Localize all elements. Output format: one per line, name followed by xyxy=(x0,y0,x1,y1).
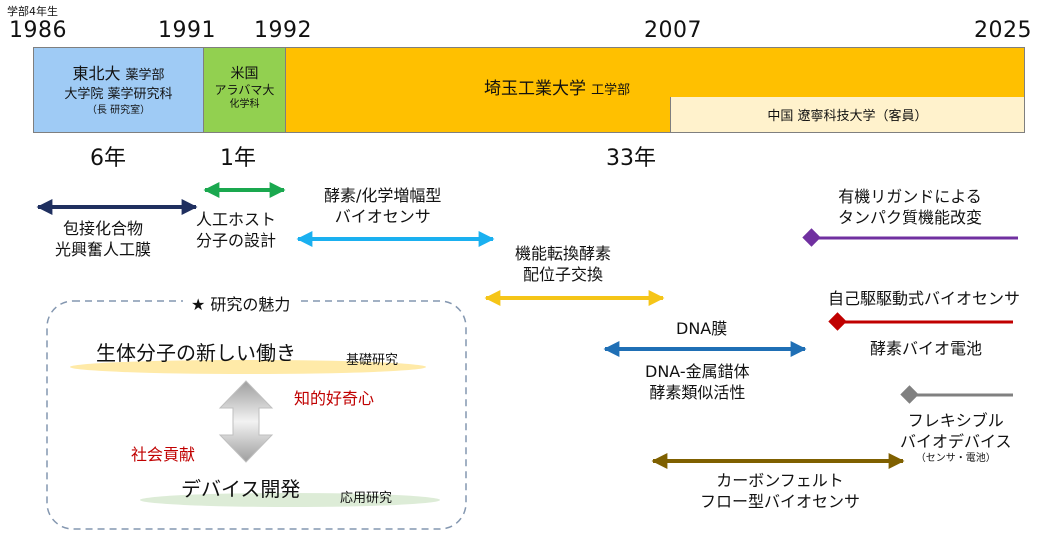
label-enzyme-sensor: 酵素/化学増幅型 バイオセンサ xyxy=(324,185,441,227)
saitama-name: 埼玉工業大学 xyxy=(484,79,586,99)
duration-saitama: 33年 xyxy=(606,146,656,171)
label-flexible-line1: フレキシブル xyxy=(907,411,1004,430)
appeal-contribution: 社会貢献 xyxy=(131,445,196,464)
label-enzyme-sensor-line2: バイオセンサ xyxy=(334,207,431,226)
label-ligand-line2: タンパク質機能改変 xyxy=(838,208,983,227)
tohoku-graduate: 大学院 薬学研究科 xyxy=(64,87,173,102)
diamond-flexible xyxy=(900,385,919,404)
label-self-driven: 自己駆駆動式バイオセンサ xyxy=(828,289,1021,308)
label-flexible-line2: バイオデバイス xyxy=(900,432,1012,451)
appeal-bottom-main: デバイス開発 xyxy=(181,477,301,501)
appeal-top-glow xyxy=(70,360,426,374)
appeal-top-sub: 基礎研究 xyxy=(346,353,399,368)
label-ligand: 有機リガンドによる タンパク質機能改変 xyxy=(838,186,982,228)
year-1992: 1992 xyxy=(254,18,312,43)
label-host-line2: 分子の設計 xyxy=(196,231,277,250)
label-exchange-line1: 機能転換酵素 xyxy=(515,244,612,263)
year-2025: 2025 xyxy=(974,18,1032,43)
label-carbon-line1: カーボンフェルト xyxy=(716,471,844,490)
label-exchange-line2: 配位子交換 xyxy=(523,265,604,284)
tohoku-lab: （長 研究室） xyxy=(86,105,151,116)
segment-tohoku: 東北大 薬学部 大学院 薬学研究科 （長 研究室） xyxy=(33,47,204,133)
label-host-line1: 人工ホスト xyxy=(196,210,277,229)
appeal-bottom-sub: 応用研究 xyxy=(340,491,393,506)
label-carbon: カーボンフェルト フロー型バイオセンサ xyxy=(700,470,860,512)
label-flexible-line3: （センサ・電池） xyxy=(915,453,996,464)
label-ligand-line1: 有機リガンドによる xyxy=(838,187,982,206)
saitama-faculty: 工学部 xyxy=(591,83,631,98)
label-exchange: 機能転換酵素 配位子交換 xyxy=(515,243,611,285)
segment-china: 中国 遼寧科技大学（客員） xyxy=(670,97,1025,133)
appeal-bottom-glow xyxy=(140,493,440,507)
label-enzyme-sensor-line1: 酵素/化学増幅型 xyxy=(324,186,442,205)
usa-department: 化学科 xyxy=(229,99,260,110)
appeal-title: ★ 研究の魅力 xyxy=(183,291,299,315)
tohoku-name: 東北大 xyxy=(72,64,121,83)
china-label: 中国 遼寧科技大学（客員） xyxy=(767,109,928,124)
year-2007: 2007 xyxy=(644,18,702,43)
appeal-curiosity: 知的好奇心 xyxy=(294,389,375,408)
label-host: 人工ホスト 分子の設計 xyxy=(196,209,276,251)
label-carbon-line2: フロー型バイオセンサ xyxy=(700,492,861,511)
label-dna-film: DNA膜 xyxy=(676,319,728,338)
label-biofuel: 酵素バイオ電池 xyxy=(870,339,983,358)
appeal-double-arrow xyxy=(218,380,274,463)
undergrad-note: 学部4年生 xyxy=(7,5,58,18)
usa-university: アラバマ大 xyxy=(214,83,275,97)
saitama-label: 埼玉工業大学 工学部 xyxy=(484,74,630,99)
label-dna-metal-line1: DNA-金属錯体 xyxy=(645,362,750,381)
duration-tohoku: 6年 xyxy=(90,146,126,171)
segment-usa: 米国 アラバマ大 化学科 xyxy=(203,47,286,133)
label-dna-metal: DNA-金属錯体 酵素類似活性 xyxy=(645,361,750,403)
label-inclusion-line2: 光興奮人工膜 xyxy=(55,240,152,259)
label-flexible: フレキシブル バイオデバイス （センサ・電池） xyxy=(900,410,1012,465)
appeal-top-main: 生体分子の新しい働き xyxy=(96,341,296,365)
usa-country: 米国 xyxy=(230,66,259,82)
diamond-self-driven xyxy=(828,312,847,331)
label-inclusion: 包接化合物 光興奮人工膜 xyxy=(55,218,151,260)
label-inclusion-line1: 包接化合物 xyxy=(63,219,144,238)
diamond-ligand xyxy=(802,228,821,247)
year-1991: 1991 xyxy=(158,18,216,43)
duration-usa: 1年 xyxy=(220,146,256,171)
tohoku-faculty: 薬学部 xyxy=(125,68,165,83)
year-1986: 1986 xyxy=(9,18,67,43)
label-dna-metal-line2: 酵素類似活性 xyxy=(649,383,746,402)
